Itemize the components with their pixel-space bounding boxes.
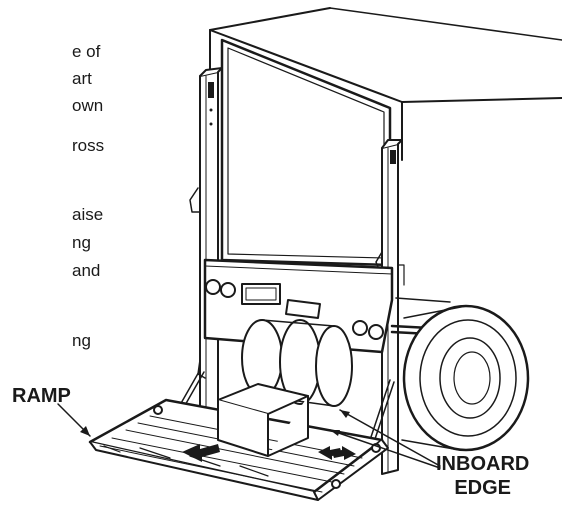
inboard-edge-leader-arrowhead — [330, 430, 340, 436]
instruction-fragment: own — [72, 96, 104, 115]
truck-body — [209, 7, 562, 267]
instruction-fragment: art — [72, 69, 92, 88]
instruction-fragment: ng — [72, 331, 91, 350]
cargo-box — [217, 383, 309, 457]
wheels — [241, 297, 530, 452]
inboard-edge-leader-line — [329, 429, 441, 469]
instruction-fragment: ng — [72, 233, 91, 252]
inboard-edge-callout-line2: EDGE — [454, 477, 512, 499]
instruction-fragment: e of — [72, 42, 101, 61]
instruction-fragment: ross — [72, 136, 105, 155]
inboard-edge-callout: INBOARD EDGE — [436, 452, 529, 500]
ramp-callout: RAMP — [12, 385, 71, 407]
inboard-edge-callout-line1: INBOARD — [436, 453, 530, 475]
ramp-leader-arrowhead — [80, 426, 90, 436]
left-post — [189, 67, 223, 449]
arrow-icon — [182, 444, 220, 462]
inboard-edge-leader-arrowhead — [340, 410, 350, 418]
instruction-fragment: aise — [72, 205, 104, 224]
inboard-edge-leader-line — [339, 409, 441, 467]
arrow-icon — [318, 446, 356, 460]
instruction-fragment: and — [72, 261, 101, 280]
